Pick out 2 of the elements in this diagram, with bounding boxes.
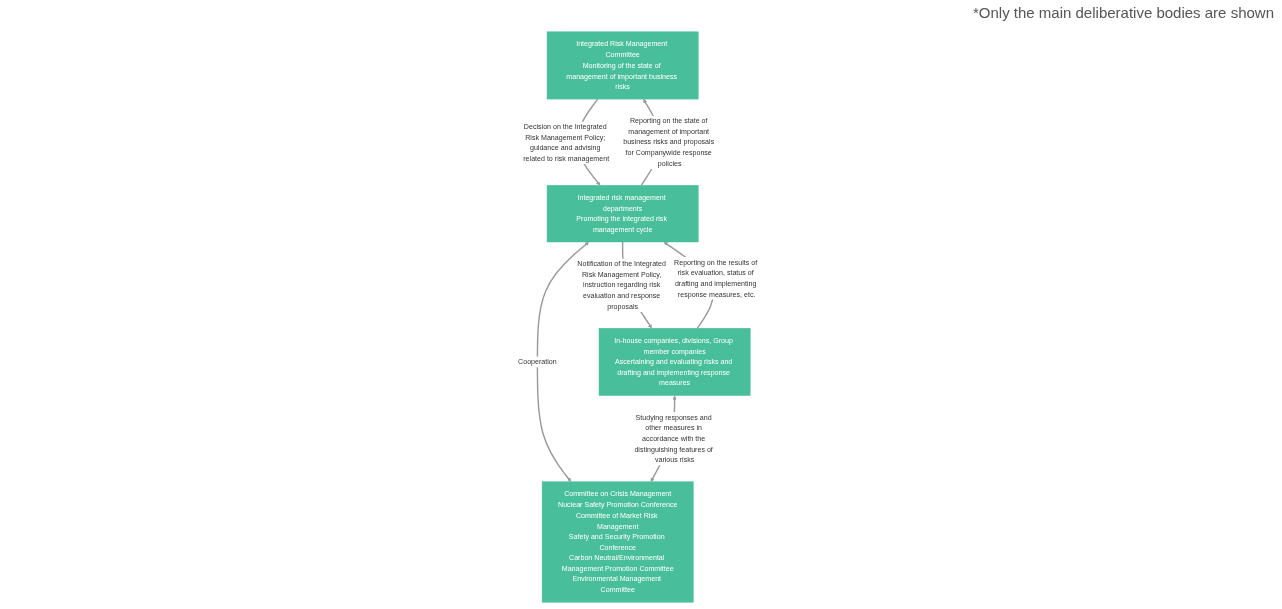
arrow [536, 241, 589, 482]
note-text: *Only the main deliberative bodies are shown [973, 4, 1274, 21]
